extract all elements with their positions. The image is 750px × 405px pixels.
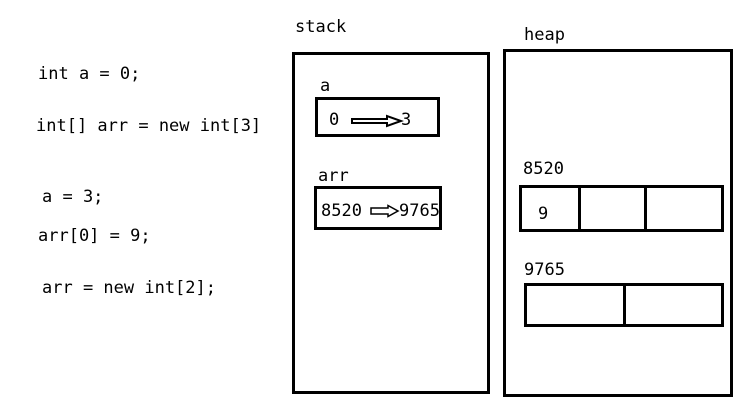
array1-address: 8520 (523, 159, 564, 179)
var-arr-old-value: 8520 (321, 201, 362, 221)
array1-cell: 9 (522, 188, 578, 229)
array2-cell (527, 286, 623, 324)
code-line: arr = new int[2]; (42, 278, 216, 298)
code-line: int a = 0; (38, 64, 141, 84)
array1-cell-value: 9 (538, 204, 549, 224)
var-arr-new-value: 9765 (399, 201, 440, 221)
var-a-box: 0 3 (315, 97, 440, 137)
var-arr-box: 8520 9765 (314, 186, 442, 230)
arrow-right-icon (370, 204, 400, 218)
var-arr-label: arr (318, 166, 349, 186)
array2-address: 9765 (524, 260, 565, 280)
var-a-new-value: 3 (401, 110, 412, 130)
array1-cell (644, 188, 721, 229)
array2-cell (623, 286, 721, 324)
code-line: int[] arr = new int[3] (36, 116, 262, 136)
stack-frame (292, 52, 490, 394)
code-line: arr[0] = 9; (38, 226, 151, 246)
array2 (524, 283, 724, 327)
array1: 9 (519, 185, 724, 232)
stack-title: stack (295, 17, 347, 37)
var-a-label: a (320, 76, 331, 96)
code-line: a = 3; (42, 187, 104, 207)
var-a-old-value: 0 (329, 110, 340, 130)
array1-cell (578, 188, 644, 229)
arrow-right-icon (351, 114, 404, 128)
heap-title: heap (524, 25, 565, 45)
heap-frame (503, 49, 733, 397)
